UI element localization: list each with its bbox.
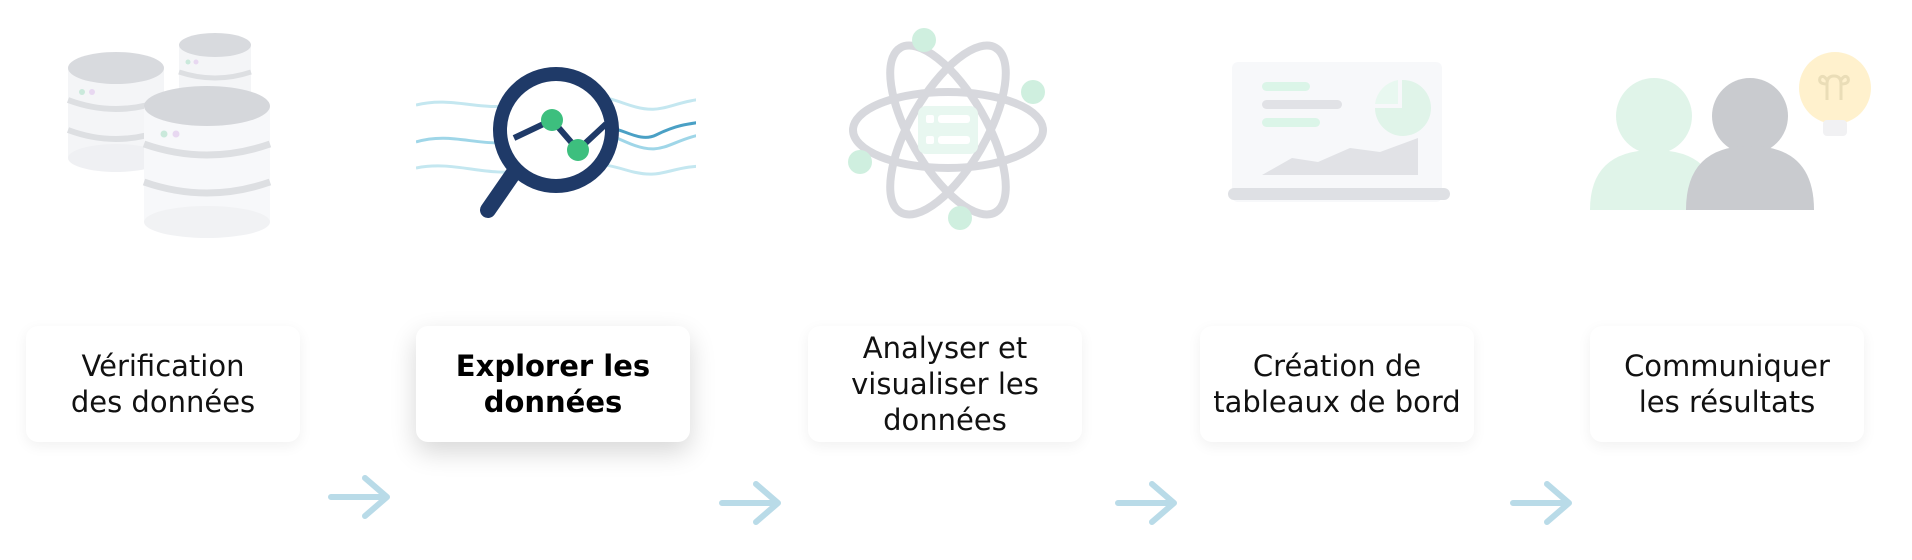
step-communicate: Communiquer les résultats [1590,0,1871,560]
step-card-dashboards[interactable]: Création de tableaux de bord [1200,326,1474,442]
step-dashboards: Création de tableaux de bord [1200,0,1480,560]
step-card-explore[interactable]: Explorer les données [416,326,690,442]
step-card-communicate[interactable]: Communiquer les résultats [1590,326,1864,442]
laptop-dashboard-icon [1200,20,1480,240]
arrow-right-icon [719,481,781,525]
database-icon [26,20,306,240]
step-card-verification[interactable]: Vérification des données [26,326,300,442]
arrow-right-icon [1115,481,1177,525]
step-label-explore: Explorer les données [455,349,651,419]
arrow-right-icon [328,475,390,519]
magnifier-chart-icon [416,20,696,240]
step-analyze: Analyser et visualiser les données [808,0,1088,560]
step-label-communicate: Communiquer les résultats [1624,349,1830,419]
step-card-analyze[interactable]: Analyser et visualiser les données [808,326,1082,442]
step-label-verification: Vérification des données [70,349,256,419]
step-label-analyze: Analyser et visualiser les données [851,331,1039,437]
step-explore: Explorer les données [416,0,696,560]
atom-icon [808,20,1088,240]
step-label-dashboards: Création de tableaux de bord [1213,349,1461,419]
arrow-right-icon [1510,481,1572,525]
people-idea-icon [1590,20,1871,240]
step-verification: Vérification des données [26,0,306,560]
